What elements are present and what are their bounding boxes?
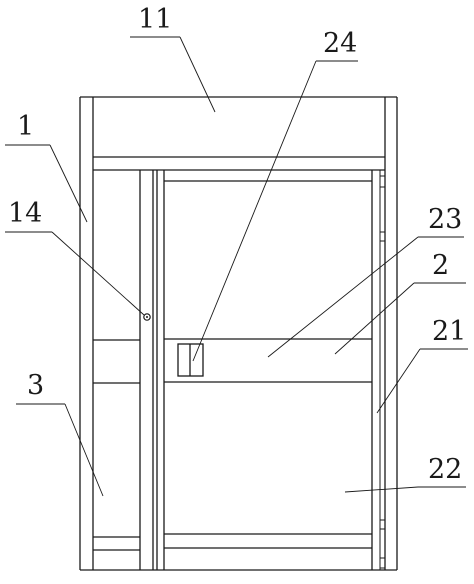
label-11: 11 — [138, 4, 172, 35]
label-24: 24 — [323, 28, 357, 59]
label-23: 23 — [428, 204, 462, 235]
door-panel — [164, 170, 373, 570]
door-handle — [177, 343, 204, 377]
label-1: 1 — [17, 111, 34, 142]
cabinet-frame — [79, 96, 398, 571]
label-3: 3 — [27, 370, 44, 401]
reference-labels: 11 24 1 14 23 2 21 3 22 — [8, 4, 466, 485]
label-14: 14 — [8, 198, 42, 229]
door-lock — [143, 313, 151, 321]
leader-lines — [5, 36, 468, 497]
top-box — [93, 156, 385, 171]
door-stile — [139, 170, 165, 570]
label-2: 2 — [432, 250, 449, 281]
label-21: 21 — [432, 316, 466, 347]
hinge-strip — [379, 170, 386, 570]
left-column-shelves — [93, 339, 140, 551]
label-22: 22 — [428, 454, 462, 485]
